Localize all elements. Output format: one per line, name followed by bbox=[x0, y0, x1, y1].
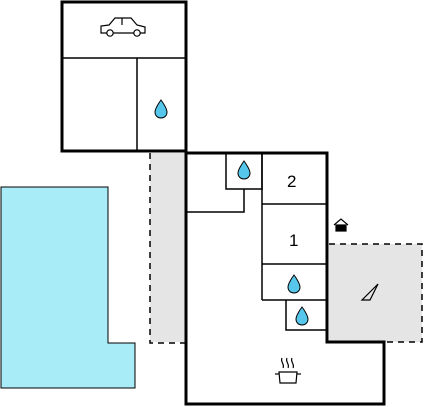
bedroom-2-label: 2 bbox=[287, 172, 297, 191]
bedroom-1-label: 1 bbox=[289, 231, 299, 250]
car-icon bbox=[100, 17, 146, 37]
cooking-pot-icon bbox=[275, 357, 301, 384]
garage-building bbox=[60, 0, 188, 153]
hall-wall bbox=[186, 189, 245, 213]
terrace-left-border bbox=[149, 153, 186, 344]
main-house-outline bbox=[184, 151, 386, 406]
terrace-right bbox=[329, 244, 422, 342]
house-entrance-icon bbox=[333, 218, 349, 232]
water-drop-icon bbox=[287, 274, 301, 294]
swimming-pool bbox=[0, 186, 136, 389]
terrace-right-border bbox=[329, 243, 423, 343]
water-drop-icon bbox=[295, 306, 309, 326]
terrace-triangle-icon bbox=[360, 283, 379, 301]
water-drop-icon bbox=[154, 99, 168, 119]
water-drop-icon bbox=[237, 160, 251, 180]
bath-lower-walls bbox=[285, 300, 327, 331]
terrace-left bbox=[150, 153, 186, 342]
